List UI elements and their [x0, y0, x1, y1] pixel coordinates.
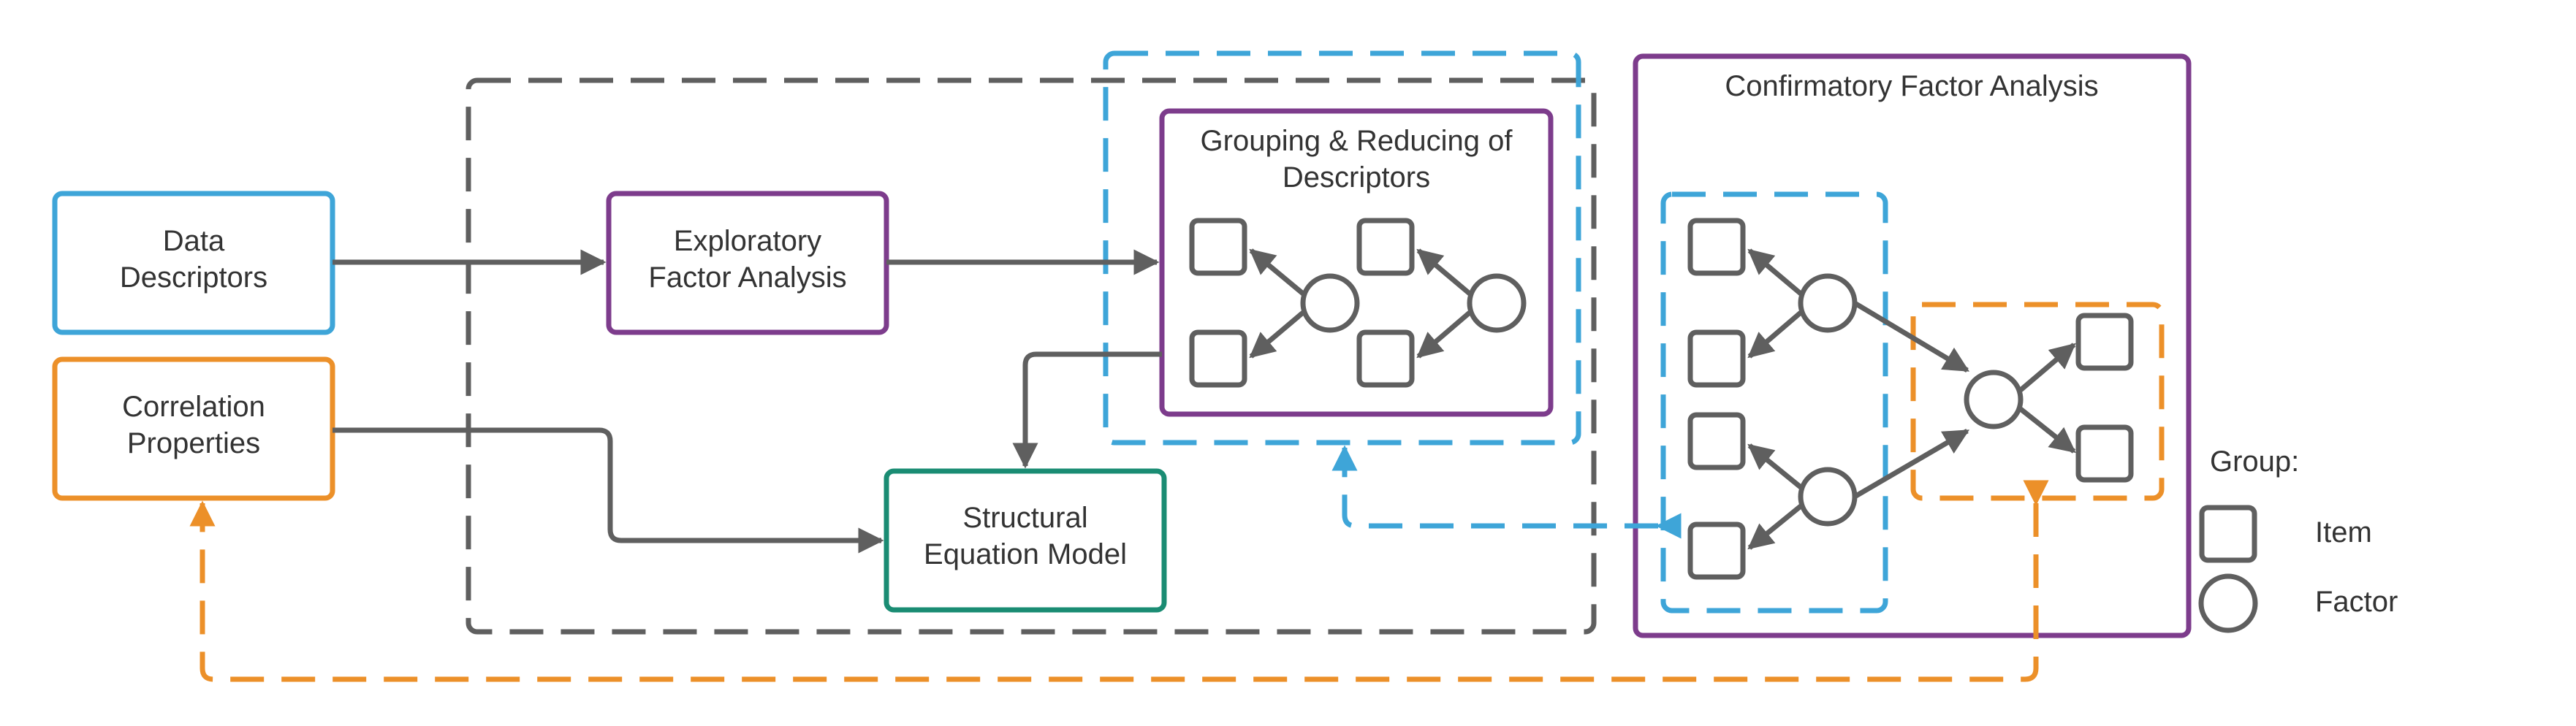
item-square-icon [1189, 329, 1247, 388]
legend-item-square-icon [2199, 505, 2257, 563]
item-square-icon [1687, 521, 1746, 580]
loading-arrow [1853, 428, 1970, 500]
item-square-icon [2075, 313, 2134, 371]
correlation-properties-line1: Correlation [122, 391, 265, 423]
cfa-title: Confirmatory Factor Analysis [1725, 70, 2098, 102]
factor-circle-icon [1300, 273, 1360, 333]
factor-circle-icon [1798, 273, 1858, 333]
loading-arrow [1249, 248, 1305, 296]
loading-arrow [1853, 300, 1970, 373]
loading-arrow [1416, 310, 1472, 359]
item-square-icon [1356, 218, 1415, 276]
efa-line2: Factor Analysis [648, 261, 846, 294]
cfa-inner-group-dashed-blue [1660, 191, 1888, 614]
loading-arrow [2018, 407, 2076, 454]
data-descriptors-line2: Descriptors [120, 261, 267, 294]
data-descriptors-line1: Data [163, 225, 225, 257]
grouping-mini-model [1189, 218, 1527, 388]
grouping-line1: Grouping & Reducing of [1201, 125, 1513, 157]
arrow-correlation-to-sem [333, 427, 884, 554]
loading-arrow [1416, 248, 1472, 296]
cfa-model [1687, 218, 2134, 580]
arrow-grouping-to-sem [1012, 351, 1162, 469]
legend-item-label: Item [2315, 516, 2372, 549]
legend-title: Group: [2210, 446, 2299, 478]
loading-arrow [1747, 504, 1803, 550]
legend-factor-circle-icon [2198, 573, 2258, 633]
item-square-icon [1356, 329, 1415, 388]
sem-line1: Structural [962, 502, 1087, 534]
arrow-orange-dashed-link [189, 480, 2049, 682]
legend: Group: Item Factor [2198, 446, 2398, 633]
item-square-icon [2075, 424, 2134, 483]
factor-circle-icon [1964, 370, 2024, 429]
model-group-dashed-gray [466, 77, 1597, 635]
sem-line2: Equation Model [924, 538, 1127, 570]
loading-arrow [2018, 343, 2076, 392]
grouping-group-dashed-blue [1103, 50, 1581, 446]
factor-circle-icon [1467, 273, 1527, 333]
loading-arrow [1747, 443, 1803, 489]
arrow-blue-dashed-link [1331, 445, 1682, 539]
loading-arrow [1249, 310, 1305, 359]
legend-factor-label: Factor [2315, 586, 2398, 618]
efa-line1: Exploratory [674, 225, 821, 257]
factor-circle-icon [1798, 467, 1858, 527]
item-square-icon [1687, 329, 1746, 388]
correlation-properties-line2: Properties [127, 427, 260, 459]
loading-arrow [1747, 248, 1803, 296]
grouping-line2: Descriptors [1283, 161, 1430, 194]
cfa-higher-group-dashed-orange [1910, 302, 2165, 501]
item-square-icon [1687, 218, 1746, 276]
loading-arrow [1747, 310, 1803, 359]
item-square-icon [1189, 218, 1247, 276]
item-square-icon [1687, 412, 1746, 470]
